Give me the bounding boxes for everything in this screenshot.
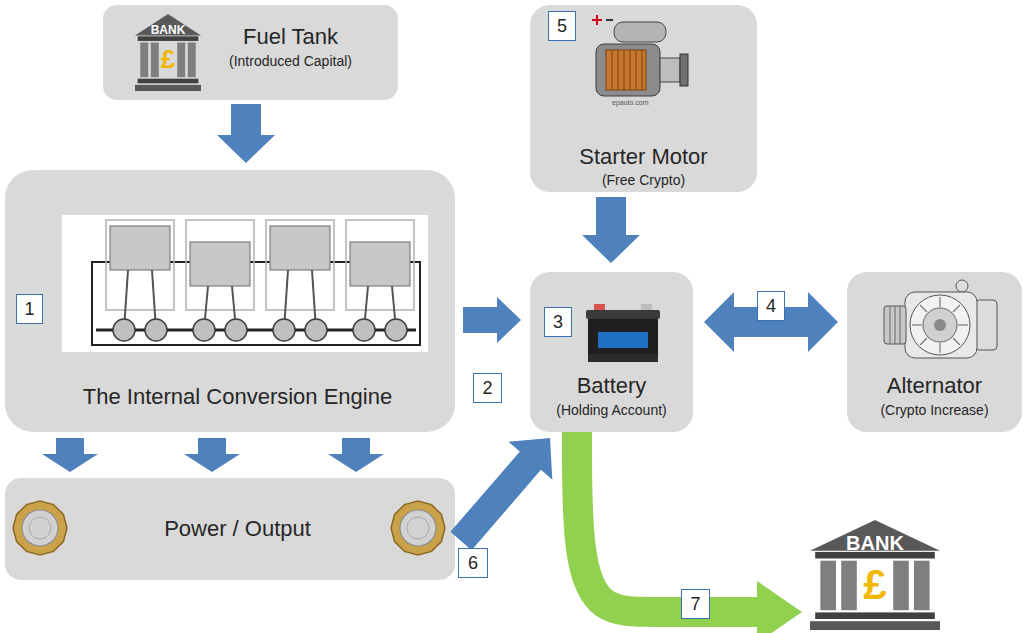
bank-step (810, 621, 940, 630)
component-box: Battery (Holding Account) (530, 272, 693, 432)
block-arrow (42, 438, 98, 472)
arrow-shaft (577, 432, 757, 612)
bank-step (135, 85, 201, 91)
node-title: Battery (530, 373, 693, 399)
input-box: BANK £Fuel Tank (Introduced Capital) (103, 5, 398, 100)
node-title: Fuel Tank (198, 24, 383, 50)
bank-icon: BANK £ (135, 14, 201, 91)
bank-step (815, 612, 935, 619)
curved-arrow (577, 432, 802, 633)
bank-text: BANK (810, 531, 940, 555)
bank-column (140, 42, 148, 77)
bank-step (138, 79, 199, 84)
arrow-body (704, 292, 838, 352)
arrow-body (184, 438, 240, 472)
bank-text: £ (810, 560, 940, 610)
bank-frieze (138, 36, 199, 41)
bank-column (841, 561, 857, 611)
bank-text: BANK (135, 23, 201, 37)
component-box: Alternator (Crypto Increase) (847, 272, 1022, 432)
callout-number: 4 (757, 291, 785, 321)
bank-column (914, 561, 930, 611)
bank-column (820, 561, 836, 611)
node-subtitle: (Free Crypto) (530, 172, 757, 189)
bank-column (151, 42, 159, 77)
block-arrow (582, 197, 640, 263)
starter-motor-illustration (592, 15, 688, 96)
arrow-body (450, 438, 552, 550)
callout-number: 1 (16, 294, 43, 324)
node-subtitle: (Introduced Capital) (198, 53, 383, 70)
coin-icon (13, 501, 67, 555)
arrow-body (217, 104, 275, 163)
battery-illustration (586, 304, 660, 362)
node-subtitle: (Crypto Increase) (847, 402, 1022, 419)
block-arrow (184, 438, 240, 472)
engine-box: The Internal Conversion Engine (5, 170, 455, 432)
bank-column (177, 42, 185, 77)
bank-text: £ (135, 44, 201, 75)
watermark: epauto.com (612, 99, 649, 106)
node-title: Power / Output (20, 516, 455, 542)
arrow-body (328, 438, 384, 472)
alternator-illustration (884, 280, 997, 358)
block-arrow (463, 297, 521, 343)
block-arrow (704, 292, 838, 352)
node-title: The Internal Conversion Engine (20, 384, 455, 410)
block-arrow (217, 104, 275, 163)
arrow-head (757, 581, 802, 633)
output-band: Power / Output (5, 478, 455, 580)
callout-number: 7 (681, 589, 710, 619)
engine-illustration (62, 215, 428, 352)
arrow-body (42, 438, 98, 472)
node-title: Starter Motor (530, 144, 757, 170)
bank-icon: BANK £ (810, 520, 940, 630)
bank-column (893, 561, 909, 611)
callout-number: 3 (544, 307, 572, 337)
node-title: Alternator (847, 373, 1022, 399)
arrow-body (463, 297, 521, 343)
callout-number: 5 (548, 11, 576, 41)
block-arrow (328, 438, 384, 472)
callout-number: 6 (458, 548, 488, 578)
callout-number: 2 (473, 373, 502, 403)
arrow-body (582, 197, 640, 263)
coin-icon (391, 501, 445, 555)
block-arrow (450, 438, 552, 550)
node-subtitle: (Holding Account) (530, 402, 693, 419)
bank-column (188, 42, 196, 77)
